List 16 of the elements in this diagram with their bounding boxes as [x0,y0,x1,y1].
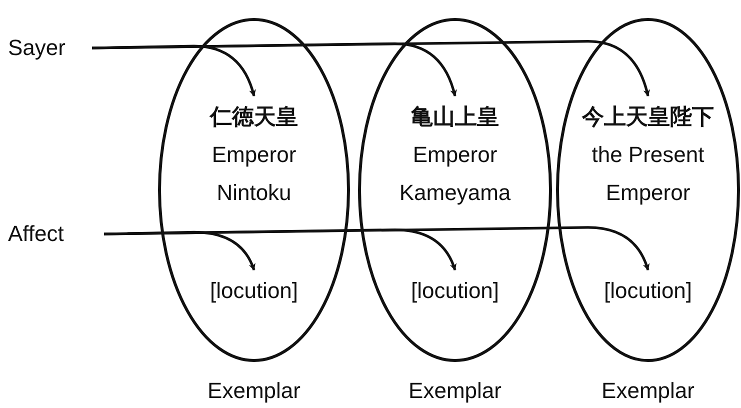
arrow [104,226,650,271]
japanese-name: 今上天皇陛下 [580,103,715,131]
arrow [92,40,650,97]
english-name: Emperor Kameyama [398,141,512,207]
locution-label: [locution] [179,272,329,310]
english-name: Emperor Nintoku [210,141,298,207]
locution-label: [locution] [380,272,530,310]
role-label: Affect [8,216,104,252]
caption-label: Exemplar [600,377,696,405]
caption-label: Exemplar [408,377,502,405]
japanese-name: 仁徳天皇 [208,103,299,131]
caption-label: Exemplar [206,377,302,405]
role-label: Sayer [8,30,92,66]
locution-label: [locution] [573,272,723,310]
english-name: the Present Emperor [590,141,706,207]
japanese-name: 亀山上皇 [410,103,500,131]
